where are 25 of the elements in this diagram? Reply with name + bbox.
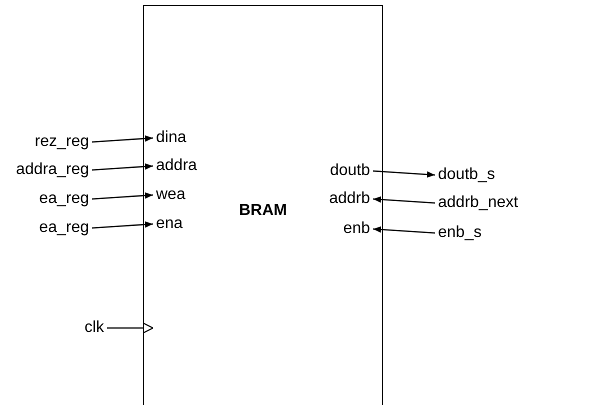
signal-label: addrb_next xyxy=(438,194,518,212)
signal-label: ea_reg xyxy=(39,190,89,208)
arrow xyxy=(92,221,154,229)
arrow xyxy=(92,163,154,171)
arrow xyxy=(372,170,436,178)
port-label: ena xyxy=(156,215,183,233)
port-label: dina xyxy=(156,129,186,147)
signal-label: enb_s xyxy=(438,224,482,242)
arrow xyxy=(107,322,154,334)
signal-label: addra_reg xyxy=(16,161,89,179)
signal-label: rez_reg xyxy=(34,133,89,151)
signal-label: ea_reg xyxy=(39,219,89,237)
signal-label: clk xyxy=(84,319,104,337)
port-label: addrb xyxy=(329,190,370,208)
port-label: doutb xyxy=(330,162,370,180)
arrow xyxy=(372,226,436,234)
arrow xyxy=(92,135,154,143)
port-label: addra xyxy=(156,157,197,175)
port-label: enb xyxy=(343,220,370,238)
arrow xyxy=(372,196,436,204)
signal-label: doutb_s xyxy=(438,166,495,184)
arrow xyxy=(92,192,154,200)
port-label: wea xyxy=(156,186,186,204)
block-box xyxy=(143,5,383,405)
block-title: BRAM xyxy=(239,202,287,220)
